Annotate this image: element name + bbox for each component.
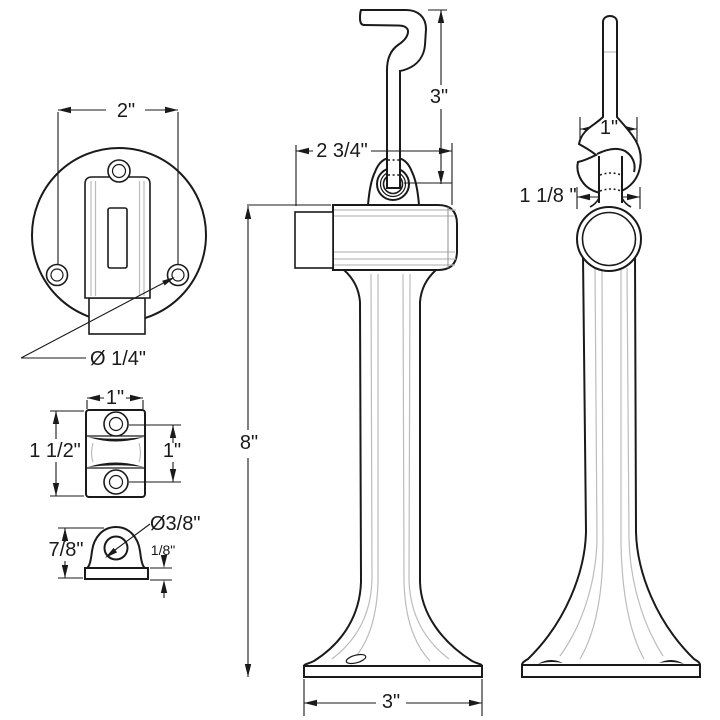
slot	[107, 207, 128, 269]
arrowhead-right-icon	[439, 147, 452, 155]
arrowhead-down-icon	[160, 555, 168, 568]
post-front	[302, 269, 484, 667]
arrowhead-leader-icon	[162, 277, 175, 286]
base-screw-hole-front	[345, 653, 367, 665]
clevis-side-fill	[599, 156, 622, 205]
arrowhead-up-icon	[61, 528, 69, 541]
post-side-fill	[522, 252, 700, 665]
post-front-shading	[331, 273, 450, 662]
arrowhead-up-icon	[244, 206, 252, 219]
dim-label-eye-plate-thickness: 1/8"	[151, 542, 175, 558]
head-side-outer	[576, 206, 642, 272]
head-side-inner	[581, 211, 637, 267]
arrowhead-up-icon	[52, 411, 60, 424]
arrowhead-right-icon	[130, 394, 143, 402]
hook-hidden-lines-front	[388, 159, 399, 176]
arrowhead-right-icon	[627, 193, 640, 201]
arrowhead-up-icon	[160, 580, 168, 593]
eye-base-plate	[84, 567, 149, 580]
keeper-roller-bottom	[88, 462, 144, 467]
keeper-hole-top-inner	[108, 416, 124, 432]
arrowhead-down-icon	[61, 565, 69, 578]
dim-label-keeper-hole-spacing: 1"	[163, 440, 181, 462]
wall-boss-front	[294, 211, 334, 269]
dim-label-keeper-width: 1"	[106, 387, 124, 409]
screw-hole-left-inner	[50, 268, 64, 282]
arrowhead-right-icon	[469, 699, 482, 707]
screw-hole-top-inner	[111, 163, 127, 179]
post-side-shading	[559, 267, 664, 660]
hook-hidden-lines-side	[599, 172, 622, 192]
dim-label-hole-dia: Ø 1/4"	[90, 348, 146, 370]
dim-label-base-width: 2"	[117, 100, 135, 122]
arrowhead-left-icon	[577, 193, 590, 201]
post-side-edges	[521, 255, 701, 666]
dim-label-projection: 2 3/4"	[316, 140, 368, 162]
dim-label-keeper-height: 1 1/2"	[29, 440, 81, 462]
dim-label-eye-hole-dia: Ø3/8"	[150, 513, 200, 535]
clevis-side-edges	[598, 156, 623, 203]
arrowhead-left-icon	[296, 147, 309, 155]
arrowhead-down-icon	[52, 483, 60, 496]
dim-label-hook-height: 3"	[430, 86, 448, 108]
keeper-hole-bottom-inner	[108, 474, 124, 490]
arrowhead-left-icon	[87, 394, 100, 402]
top-view	[31, 147, 207, 335]
arrowhead-right-icon	[165, 106, 178, 114]
arrowhead-left-icon	[304, 699, 317, 707]
dim-label-eye-height: 7/8"	[49, 539, 84, 561]
arrowhead-down-icon	[437, 171, 445, 184]
side-view	[521, 15, 701, 678]
dim-label-head-dia: 1 1/8 "	[519, 185, 576, 207]
hook-side	[576, 15, 642, 195]
keeper-view	[85, 409, 146, 498]
top-view-dim-lines	[20, 109, 179, 359]
head-front	[332, 204, 458, 271]
eye-view	[83, 525, 149, 580]
arrowhead-down-icon	[244, 664, 252, 677]
body-shading	[90, 181, 145, 296]
keeper-roller-shading	[90, 442, 142, 463]
dimension-labels: 2" Ø 1/4" 1" 1 1/2" 1" Ø3/8" 7/8" 1/8" 3…	[29, 86, 618, 713]
base-plate-front	[303, 665, 483, 678]
dim-label-overall-height: 8"	[240, 432, 258, 454]
hook-side-curl	[596, 147, 636, 173]
arrowhead-up-icon	[169, 425, 177, 438]
base-screw-hole-side-right	[659, 659, 684, 664]
keeper-roller-top	[88, 437, 144, 442]
dim-label-base-dia: 3"	[382, 691, 400, 713]
dim-label-hook-width: 1"	[600, 117, 618, 139]
clevis-side-flare	[589, 197, 632, 208]
arrowhead-down-icon	[169, 469, 177, 482]
arrowhead-leader-icon	[105, 547, 118, 558]
keeper-plate	[85, 409, 146, 498]
arrowhead-left-icon	[58, 106, 71, 114]
arrowhead-up-icon	[437, 10, 445, 23]
hook-front	[358, 9, 428, 189]
dimension-layer-over	[20, 9, 483, 716]
base-plate-side	[521, 664, 701, 678]
body-lower-block	[88, 297, 146, 335]
base-screw-hole-side-left	[538, 659, 563, 664]
head-shading	[334, 209, 456, 266]
front-view	[294, 9, 484, 678]
screw-hole-right-inner	[171, 268, 185, 282]
